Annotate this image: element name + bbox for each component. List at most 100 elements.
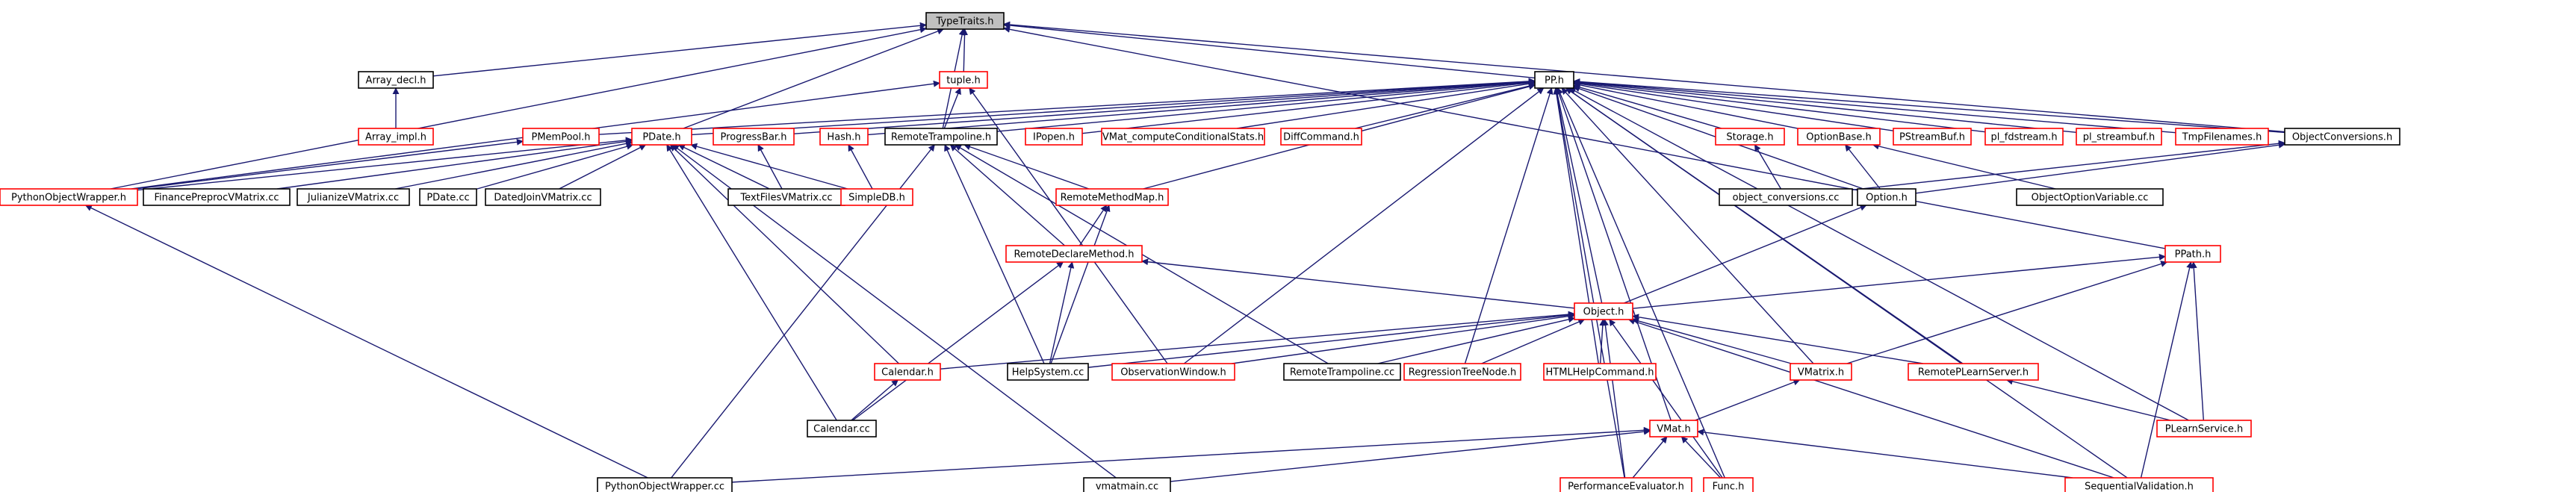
edge-htmlhelp-to-object — [1599, 319, 1607, 364]
node-box — [358, 128, 434, 146]
node-object[interactable]: Object.h — [1574, 302, 1633, 320]
node-arrayimpl[interactable]: Array_impl.h — [358, 128, 434, 146]
node-label: HelpSystem.cc — [1012, 367, 1084, 379]
edge-storage-to-pp — [1573, 84, 1722, 129]
node-pl_streambuf[interactable]: pl_streambuf.h — [2076, 128, 2162, 146]
edge-remotetramph-to-tuple — [943, 87, 961, 129]
node-pp[interactable]: PP.h — [1534, 71, 1574, 89]
node-perfeval[interactable]: PerformanceEvaluator.h — [1559, 477, 1692, 492]
node-label: JulianizeVMatrix.cc — [307, 193, 399, 204]
node-label: VMat_computeConditionalStats.h — [1102, 132, 1264, 143]
node-pl_fdstream[interactable]: pl_fdstream.h — [1984, 128, 2064, 146]
node-calendarh[interactable]: Calendar.h — [874, 363, 941, 381]
node-label: DatedJoinVMatrix.cc — [494, 193, 592, 204]
node-calendarcc[interactable]: Calendar.cc — [807, 420, 877, 437]
node-typetraits[interactable]: TypeTraits.h — [925, 12, 1005, 30]
node-pmempool[interactable]: PMemPool.h — [522, 128, 600, 146]
edge-remoteplearn-to-object — [1632, 314, 1923, 364]
node-plearnservice[interactable]: PLearnService.h — [2156, 420, 2252, 437]
node-diffcmd[interactable]: DiffCommand.h — [1280, 128, 1362, 146]
edge-objconvh-to-pp — [1573, 78, 2285, 134]
node-textfiles[interactable]: TextFilesVMatrix.cc — [727, 188, 845, 206]
node-remoteplearn[interactable]: RemotePLearnServer.h — [1908, 363, 2039, 381]
edge-helpsystem-to-remotetramph — [944, 144, 1045, 364]
node-pythonowh[interactable]: PythonObjectWrapper.h — [0, 188, 138, 206]
edge-perfeval-to-vmath — [1632, 436, 1668, 479]
node-objoptvar[interactable]: ObjectOptionVariable.cc — [2016, 188, 2164, 206]
node-box — [840, 188, 913, 206]
dependency-edges — [84, 21, 2285, 483]
node-box — [1403, 363, 1521, 381]
node-obswindow[interactable]: ObservationWindow.h — [1111, 363, 1235, 381]
node-label: Array_decl.h — [366, 75, 426, 87]
node-regtree[interactable]: RegressionTreeNode.h — [1403, 363, 1521, 381]
node-vmatrix[interactable]: VMatrix.h — [1790, 363, 1852, 381]
edge-pdate-to-pp — [691, 78, 1536, 136]
edge-seqval-to-pp — [1565, 87, 2128, 479]
edge-helpsystem-to-remotedeclare — [1049, 261, 1075, 364]
node-box — [631, 128, 692, 146]
node-remotetrampcc[interactable]: RemoteTrampoline.cc — [1283, 363, 1401, 381]
node-ppath[interactable]: PPath.h — [2164, 245, 2221, 263]
node-option[interactable]: Option.h — [1857, 188, 1917, 206]
edge-calendarh-to-object — [940, 311, 1575, 370]
edge-object-to-ppath — [1632, 253, 2166, 309]
node-pdatecc[interactable]: PDate.cc — [419, 188, 477, 206]
node-tuple[interactable]: tuple.h — [939, 71, 988, 89]
node-box — [419, 188, 477, 206]
node-label: object_conversions.cc — [1733, 193, 1840, 204]
node-progressbar[interactable]: ProgressBar.h — [713, 128, 795, 146]
edge-func-to-object — [1609, 319, 1723, 479]
node-vmath[interactable]: VMat.h — [1649, 420, 1698, 437]
edge-pstreambuf-to-pp — [1573, 80, 1894, 131]
node-datedjoin[interactable]: DatedJoinVMatrix.cc — [485, 188, 601, 206]
edge-objconvh-to-typetraits — [1003, 21, 2285, 133]
edge-julianize-to-pdate — [394, 140, 633, 190]
node-helpsystem[interactable]: HelpSystem.cc — [1007, 363, 1089, 381]
edge-ipopen-to-pp — [1081, 79, 1536, 134]
edge-pl_fdstream-to-pp — [1573, 79, 1986, 133]
edge-seqval-to-ppath — [2140, 261, 2194, 479]
node-simpledb[interactable]: SimpleDB.h — [840, 188, 913, 206]
node-box — [1857, 188, 1917, 206]
node-arraydecl[interactable]: Array_decl.h — [358, 71, 434, 89]
node-pythonowcc[interactable]: PythonObjectWrapper.cc — [597, 477, 733, 492]
node-hash[interactable]: Hash.h — [819, 128, 869, 146]
node-label: ProgressBar.h — [721, 132, 787, 143]
node-label: DiffCommand.h — [1283, 132, 1359, 143]
node-julianize[interactable]: JulianizeVMatrix.cc — [297, 188, 410, 206]
node-box — [1025, 128, 1083, 146]
node-label: Hash.h — [827, 132, 860, 143]
node-ipopen[interactable]: IPopen.h — [1025, 128, 1083, 146]
node-label: PythonObjectWrapper.h — [11, 193, 126, 204]
node-label: SimpleDB.h — [848, 193, 905, 204]
node-pdate[interactable]: PDate.h — [631, 128, 692, 146]
node-box — [143, 188, 291, 206]
node-pstreambuf[interactable]: PStreamBuf.h — [1893, 128, 1972, 146]
node-financevm[interactable]: FinancePreprocVMatrix.cc — [143, 188, 291, 206]
node-objconvh[interactable]: ObjectConversions.h — [2284, 128, 2400, 146]
node-label: PDate.cc — [426, 193, 469, 204]
node-label: PPath.h — [2175, 249, 2212, 261]
edge-textfiles-to-progressbar — [757, 144, 783, 190]
node-storage[interactable]: Storage.h — [1715, 128, 1785, 146]
node-objconvcc[interactable]: object_conversions.cc — [1719, 188, 1853, 206]
node-remotedeclare[interactable]: RemoteDeclareMethod.h — [1005, 245, 1143, 263]
node-remotetramph[interactable]: RemoteTrampoline.h — [884, 128, 998, 146]
node-remotemethodmap[interactable]: RemoteMethodMap.h — [1055, 188, 1169, 206]
node-htmlhelp[interactable]: HTMLHelpCommand.h — [1543, 363, 1657, 381]
node-label: pl_streambuf.h — [2083, 132, 2155, 143]
edge-hash-to-pp — [867, 78, 1536, 136]
edge-simpledb-to-pdate — [690, 143, 848, 190]
edge-vmatrix-to-pp — [1561, 87, 1814, 364]
edge-object-to-option — [1623, 204, 1867, 304]
node-optionbase[interactable]: OptionBase.h — [1797, 128, 1881, 146]
node-vmatcond[interactable]: VMat_computeConditionalStats.h — [1101, 128, 1265, 146]
node-seqval[interactable]: SequentialValidation.h — [2064, 477, 2214, 492]
node-tmpfilenames[interactable]: TmpFilenames.h — [2175, 128, 2269, 146]
node-vmatmain[interactable]: vmatmain.cc — [1083, 477, 1171, 492]
node-box — [2284, 128, 2400, 146]
node-box — [1280, 128, 1362, 146]
node-box — [2076, 128, 2162, 146]
node-func[interactable]: Func.h — [1703, 477, 1754, 492]
